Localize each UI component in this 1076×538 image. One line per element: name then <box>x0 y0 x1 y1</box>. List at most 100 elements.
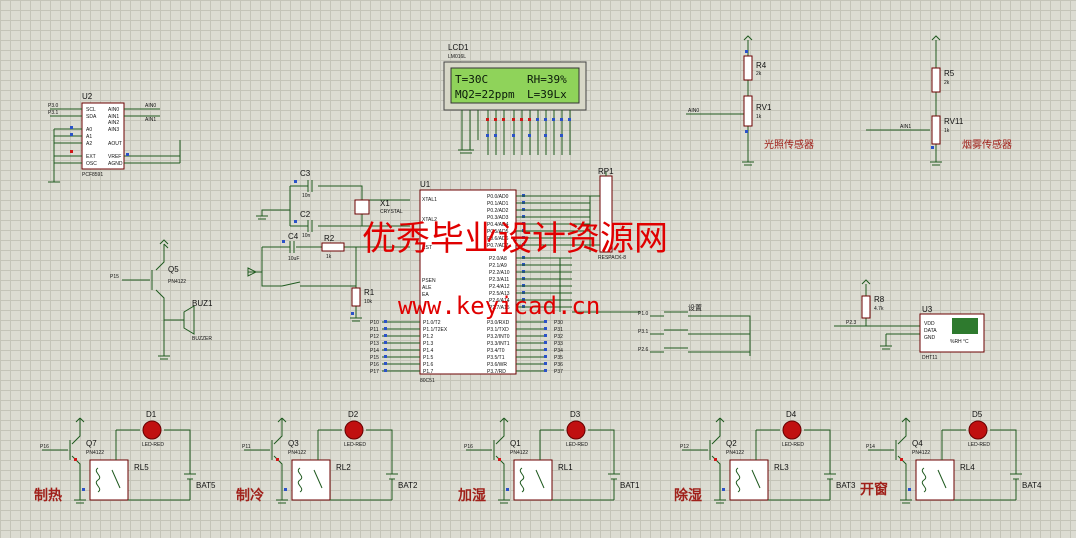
lcd-line2-right: L=39Lx <box>527 88 567 101</box>
r5-label: R5 <box>944 69 955 78</box>
adc-pin-label: AIN2 <box>108 120 119 126</box>
dht-net: P2.3 <box>846 320 857 326</box>
adc-pin-label: SDA <box>86 114 97 120</box>
c3-value: 10n <box>302 193 311 199</box>
smoke-sensor[interactable]: R5 2k RV11 1k AIN1 烟雾传感器 <box>866 35 1012 166</box>
mcu-pin: RST <box>422 245 432 251</box>
watermark-url: www.keyicad.cn <box>398 292 600 320</box>
dht11-sensor[interactable]: R8 4.7k U3 VDD DATA GND %RH °C DHT11 P2.… <box>834 279 985 361</box>
lcd-module[interactable]: LCD1 LM016L T=30C RH=39% MQ2=22ppm L=39L… <box>443 43 587 155</box>
transistor-label: Q4 <box>912 439 923 448</box>
dht-pin: DATA <box>924 328 937 334</box>
lcd-screen <box>450 67 580 104</box>
buzzer-icon <box>183 305 195 335</box>
adc-pcf8591[interactable]: U2 PCF8591 SCL SDA A0 A1 A2 EXT OSC AIN0… <box>48 92 181 183</box>
net-label: P13 <box>370 341 379 347</box>
adc-part: PCF8591 <box>82 172 103 178</box>
mcu-pin: P0.0/AD0 <box>487 194 509 200</box>
adc-pin-label: AIN0 <box>108 107 119 113</box>
watermark-title: 优秀毕业设计资源网 <box>362 219 668 259</box>
mcu-pin: EA <box>422 292 429 298</box>
net-label: P37 <box>554 369 563 375</box>
clock-circuit[interactable]: C3 10n C2 10n X1 CRYSTAL C4 10uF R2 1k R… <box>247 169 410 322</box>
mcu-pin: XTAL2 <box>422 217 437 223</box>
relay-function-label: 制热 <box>34 487 62 504</box>
transistor-part: PN4122 <box>912 450 930 456</box>
smoke-sensor-label: 烟雾传感器 <box>962 138 1012 151</box>
resistor-r4 <box>743 55 753 81</box>
rv11-value: 1k <box>944 128 950 134</box>
mcu-pin: P0.2/AD2 <box>487 208 509 214</box>
crystal-x1 <box>354 199 370 215</box>
led-part: LED-RED <box>782 442 804 448</box>
relay-body <box>729 459 769 501</box>
mcu-pin: P1.7 <box>423 369 434 375</box>
mcu-pin: P2.3/A11 <box>489 277 509 283</box>
relay-function-label: 制冷 <box>236 487 264 504</box>
mcu-80c51[interactable]: U1 80C51 XTAL1 XTAL2 RST PSEN ALE EA P1.… <box>370 180 590 384</box>
buz1-label: BUZ1 <box>192 299 213 308</box>
key-switches[interactable]: P1.0 P3.1 P2.6 设置 <box>572 303 751 356</box>
net-label: P31 <box>554 327 563 333</box>
u3-label: U3 <box>922 305 933 314</box>
buzzer-net: P15 <box>110 274 119 280</box>
key-label: 设置 <box>688 303 702 312</box>
key-net: P3.1 <box>638 329 649 335</box>
lcd-ref: LCD1 <box>448 43 469 52</box>
mcu-pin: P3.0/RXD <box>487 320 510 326</box>
light-net: AIN0 <box>688 108 699 114</box>
battery-label: BAT4 <box>1022 481 1042 490</box>
rv11-label: RV11 <box>944 117 964 126</box>
led-label: D1 <box>146 410 157 419</box>
transistor-label: Q1 <box>510 439 521 448</box>
respack-rp1[interactable]: RP1 RESPACK-8 <box>589 167 626 261</box>
led-label: D2 <box>348 410 359 419</box>
relay-body <box>291 459 331 501</box>
net-label: P32 <box>554 334 563 340</box>
transistor-label: Q3 <box>288 439 299 448</box>
relay-label: RL2 <box>336 463 351 472</box>
c4-value: 10uF <box>288 256 299 262</box>
key-net: P1.0 <box>638 311 649 317</box>
led-icon <box>566 420 586 440</box>
dht-pin: GND <box>924 335 936 341</box>
mcu-pin: P3.6/WR <box>487 362 507 368</box>
mcu-pin: P3.7/RD <box>487 369 506 375</box>
net-label: P17 <box>370 369 379 375</box>
rp1-ref: RP1 <box>598 167 614 176</box>
transistor-part: PN4122 <box>288 450 306 456</box>
net-label: P16 <box>464 444 473 450</box>
mcu-pin: P1.4 <box>423 348 434 354</box>
dht11-display <box>952 318 978 334</box>
lcd-pin-dots <box>486 118 571 137</box>
adc-pin-label: A1 <box>86 134 92 140</box>
light-sensor-label: 光照传感器 <box>764 138 814 151</box>
pot-rv11 <box>931 115 941 145</box>
dht-pin: VDD <box>924 321 935 327</box>
rv1-value: 1k <box>756 114 762 120</box>
resistor-r5 <box>931 67 941 93</box>
light-sensor[interactable]: R4 2k RV1 1k AIN0 光照传感器 <box>686 35 814 166</box>
net-label: P14 <box>370 348 379 354</box>
mcu-pin: P3.2/INT0 <box>487 334 510 340</box>
mcu-pin: P0.6/AD6 <box>487 236 509 242</box>
mcu-pin: P0.3/AD3 <box>487 215 509 221</box>
led-part: LED-RED <box>142 442 164 448</box>
buzzer-circuit[interactable]: P15 Q5 PN4122 BUZ1 BUZZER <box>110 239 213 360</box>
relay-label: RL4 <box>960 463 975 472</box>
adc-pin-label: SCL <box>86 107 96 113</box>
relay-label: RL1 <box>558 463 573 472</box>
r2-value: 1k <box>326 254 332 260</box>
r2-label: R2 <box>324 234 335 243</box>
mcu-pin: P1.6 <box>423 362 434 368</box>
r4-label: R4 <box>756 61 767 70</box>
mcu-pin: P1.5 <box>423 355 434 361</box>
led-part: LED-RED <box>566 442 588 448</box>
net-label: P12 <box>680 444 689 450</box>
